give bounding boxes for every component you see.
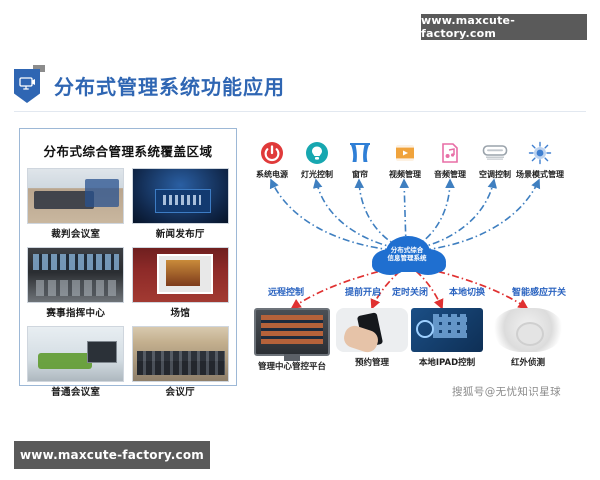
relation-label-early-start: 提前开启 bbox=[345, 288, 382, 298]
diagram-node-audio[interactable]: 音频管理 bbox=[423, 140, 477, 180]
relation-label-smart-sensor-switch: 智能感应开关 bbox=[512, 288, 567, 298]
diagram-node-aircon[interactable]: 空调控制 bbox=[468, 140, 522, 180]
coverage-caption: 场馆 bbox=[170, 308, 191, 319]
diagram-node-video[interactable]: 视频管理 bbox=[378, 140, 432, 180]
projector-screen-icon bbox=[14, 65, 45, 105]
press-hall-photo bbox=[131, 168, 229, 224]
air-conditioner-icon bbox=[482, 140, 508, 166]
diagram-node-label: 空调控制 bbox=[479, 170, 511, 179]
coverage-grid: 裁判会议室 新闻发布厅 赛事指挥中心 场馆 普通会议室 会议厅 bbox=[27, 168, 229, 398]
conference-hall-photo bbox=[131, 326, 229, 382]
diagram-node-scene-mode[interactable]: 场景模式管理 bbox=[513, 140, 567, 180]
device-node-control-platform[interactable]: 管理中心管控平台 bbox=[251, 308, 333, 372]
coverage-cell[interactable]: 赛事指挥中心 bbox=[27, 247, 125, 319]
audio-note-icon bbox=[437, 140, 463, 166]
coverage-cell[interactable]: 会议厅 bbox=[131, 326, 230, 398]
diagram-node-label: 灯光控制 bbox=[301, 170, 333, 179]
source-watermark: 搜狐号@无忧知识星球 bbox=[452, 386, 561, 398]
coverage-panel-title: 分布式综合管理系统覆盖区域 bbox=[43, 144, 213, 159]
diagram-node-label: 窗帘 bbox=[352, 170, 368, 179]
scene-mode-icon bbox=[527, 140, 553, 166]
relation-label-local-switch: 本地切换 bbox=[449, 288, 486, 298]
device-node-ipad-control[interactable]: 本地IPAD控制 bbox=[406, 308, 488, 368]
device-node-label: 管理中心管控平台 bbox=[257, 362, 326, 372]
coverage-caption: 会议厅 bbox=[165, 387, 195, 398]
coverage-cell[interactable]: 裁判会议室 bbox=[27, 168, 125, 240]
venue-photo bbox=[131, 247, 229, 303]
coverage-panel: 分布式综合管理系统覆盖区域 裁判会议室 新闻发布厅 赛事指挥中心 场馆 普通会议… bbox=[19, 128, 237, 398]
diagram-node-power[interactable]: 系统电源 bbox=[245, 140, 299, 180]
curtain-icon bbox=[347, 140, 373, 166]
coverage-cell[interactable]: 场馆 bbox=[131, 247, 230, 319]
device-node-label: 红外侦测 bbox=[510, 358, 545, 368]
diagram-node-lighting[interactable]: 灯光控制 bbox=[290, 140, 344, 180]
projector-glyph bbox=[19, 77, 35, 90]
header-divider bbox=[14, 111, 586, 112]
device-node-infrared[interactable]: 红外侦测 bbox=[487, 308, 569, 368]
coverage-caption: 赛事指挥中心 bbox=[46, 308, 106, 319]
desktop-monitor-icon bbox=[254, 308, 330, 361]
page-header: 分布式管理系统功能应用 bbox=[14, 65, 285, 105]
watermark-url-bottom: www.maxcute-factory.com bbox=[14, 441, 210, 469]
ribbon-tab bbox=[33, 65, 45, 72]
command-center-photo bbox=[27, 247, 125, 303]
diagram-node-label: 系统电源 bbox=[256, 170, 288, 179]
diagram-node-curtain[interactable]: 窗帘 bbox=[333, 140, 387, 180]
mobile-phone-in-hand-icon bbox=[336, 308, 408, 352]
meeting-room-photo bbox=[27, 168, 125, 224]
coverage-caption: 普通会议室 bbox=[51, 387, 101, 398]
relation-label-remote-control: 远程控制 bbox=[268, 288, 305, 298]
standard-meeting-room-photo bbox=[27, 326, 125, 382]
light-bulb-icon bbox=[304, 140, 330, 166]
tablet-control-panel-icon bbox=[411, 308, 483, 352]
diagram-node-label: 视频管理 bbox=[389, 170, 421, 179]
coverage-caption: 裁判会议室 bbox=[51, 229, 101, 240]
watermark-url-top: www.maxcute-factory.com bbox=[421, 14, 587, 40]
watermark-url-top-text: www.maxcute-factory.com bbox=[421, 14, 515, 40]
film-play-icon bbox=[392, 140, 418, 166]
coverage-cell[interactable]: 新闻发布厅 bbox=[131, 168, 230, 240]
watermark-url-bottom-text: www.maxcute-factory.com bbox=[20, 448, 204, 462]
diagram-node-label: 场景模式管理 bbox=[516, 170, 564, 179]
coverage-caption: 新闻发布厅 bbox=[155, 229, 205, 240]
relation-label-timed-shutdown: 定时关闭 bbox=[392, 288, 429, 298]
power-icon bbox=[259, 140, 285, 166]
infrared-sensor-icon bbox=[492, 308, 564, 352]
device-node-booking[interactable]: 预约管理 bbox=[331, 308, 413, 368]
device-node-label: 预约管理 bbox=[354, 358, 389, 368]
device-node-label: 本地IPAD控制 bbox=[418, 358, 476, 368]
diagram-node-label: 音频管理 bbox=[434, 170, 466, 179]
coverage-cell[interactable]: 普通会议室 bbox=[27, 326, 125, 398]
page-title: 分布式管理系统功能应用 bbox=[54, 74, 285, 99]
